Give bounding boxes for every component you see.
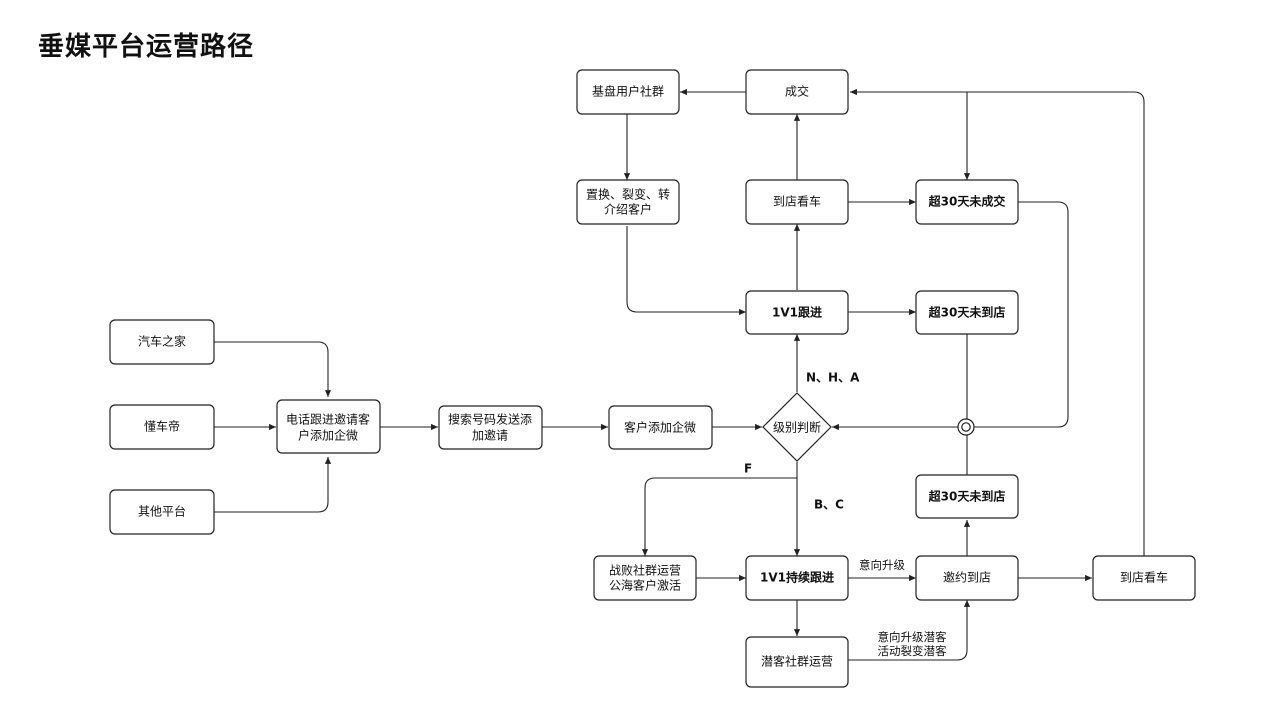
edge-chao30cj-junction: [973, 201, 1069, 428]
node-label: 超30天未到店: [928, 489, 1006, 504]
node-label: 超30天未到店: [928, 305, 1006, 320]
node-chao30-daodian-top: 超30天未到店: [915, 290, 1019, 335]
page-title: 垂媒平台运营路径: [38, 32, 255, 62]
edge-label-qianke-line2: 活动裂变潜客: [878, 644, 947, 658]
node-daodian-top: 到店看车: [745, 179, 849, 225]
edge-qita-dianhua: [214, 457, 332, 513]
node-label: 级别判断: [773, 420, 821, 435]
node-label: 1V1持续跟进: [760, 570, 834, 585]
node-label: 其他平台: [138, 504, 186, 519]
edge-jibie-zhanbai: [641, 477, 797, 556]
node-chengjiao: 成交: [745, 69, 849, 115]
edge-daodian-chengjiao-back: [850, 88, 1145, 556]
edge-qianke-yaoyue: [848, 600, 971, 661]
node-label: 到店看车: [1120, 570, 1168, 585]
node-label: 汽车之家: [138, 334, 186, 349]
edges: [214, 88, 1145, 661]
node-label: 懂车帝: [144, 419, 180, 434]
node-label-line2: 公海客户激活: [609, 578, 681, 593]
node-dongchedi: 懂车帝: [109, 404, 215, 450]
node-jipan: 基盘用户社群: [576, 69, 680, 115]
node-label: 潜客社群运营: [761, 654, 833, 669]
node-label-line2: 介绍客户: [604, 202, 652, 217]
node-jibie-decision: 级别判断: [762, 392, 832, 462]
node-qita: 其他平台: [109, 489, 215, 535]
node-sousuo: 搜索号码发送添 加邀请: [438, 405, 543, 450]
node-label: 客户添加企微: [624, 420, 696, 435]
edge-label-bc: B、C: [814, 498, 844, 512]
node-label: 成交: [785, 84, 809, 99]
node-label-line1: 置换、裂变、转: [586, 187, 670, 202]
node-genjin-1v1: 1V1跟进: [745, 290, 849, 335]
node-kehu-qiwei: 客户添加企微: [608, 405, 713, 450]
node-chixu-genjin: 1V1持续跟进: [745, 555, 849, 601]
node-label-line1: 战败社群运营: [609, 563, 681, 578]
edge-qichezhijia-dianhua: [214, 341, 332, 397]
node-label: 1V1跟进: [772, 305, 822, 320]
node-daodian-right: 到店看车: [1092, 555, 1196, 601]
node-label-line2: 户添加企微: [298, 428, 358, 443]
edge-label-nha: N、H、A: [806, 371, 860, 385]
edge-label-yixiang: 意向升级: [859, 558, 905, 572]
node-dianhua: 电话跟进邀请客 户添加企微: [276, 399, 381, 454]
node-label: 到店看车: [773, 194, 821, 209]
node-label: 邀约到店: [943, 570, 991, 585]
node-label-line1: 搜索号码发送添: [448, 412, 532, 427]
node-qichezhijia: 汽车之家: [109, 319, 215, 365]
node-chao30-chengjiao: 超30天未成交: [915, 179, 1019, 225]
node-qianke: 潜客社群运营: [745, 636, 849, 688]
node-chao30-daodian-bottom: 超30天未到店: [915, 474, 1019, 519]
edge-label-qianke-line1: 意向升级潜客: [878, 630, 947, 644]
node-yaoyue: 邀约到店: [915, 555, 1019, 601]
junction-node: [957, 418, 975, 436]
edge-label-f: F: [744, 462, 752, 476]
node-zhanbai: 战败社群运营 公海客户激活: [593, 555, 697, 601]
node-label: 超30天未成交: [928, 194, 1006, 209]
node-label-line2: 加邀请: [472, 428, 508, 443]
node-label: 基盘用户社群: [592, 84, 664, 99]
node-zhihuan: 置换、裂变、转 介绍客户: [576, 179, 680, 225]
node-label-line1: 电话跟进邀请客: [286, 412, 370, 427]
edge-zhihuan-genjin: [626, 226, 746, 316]
